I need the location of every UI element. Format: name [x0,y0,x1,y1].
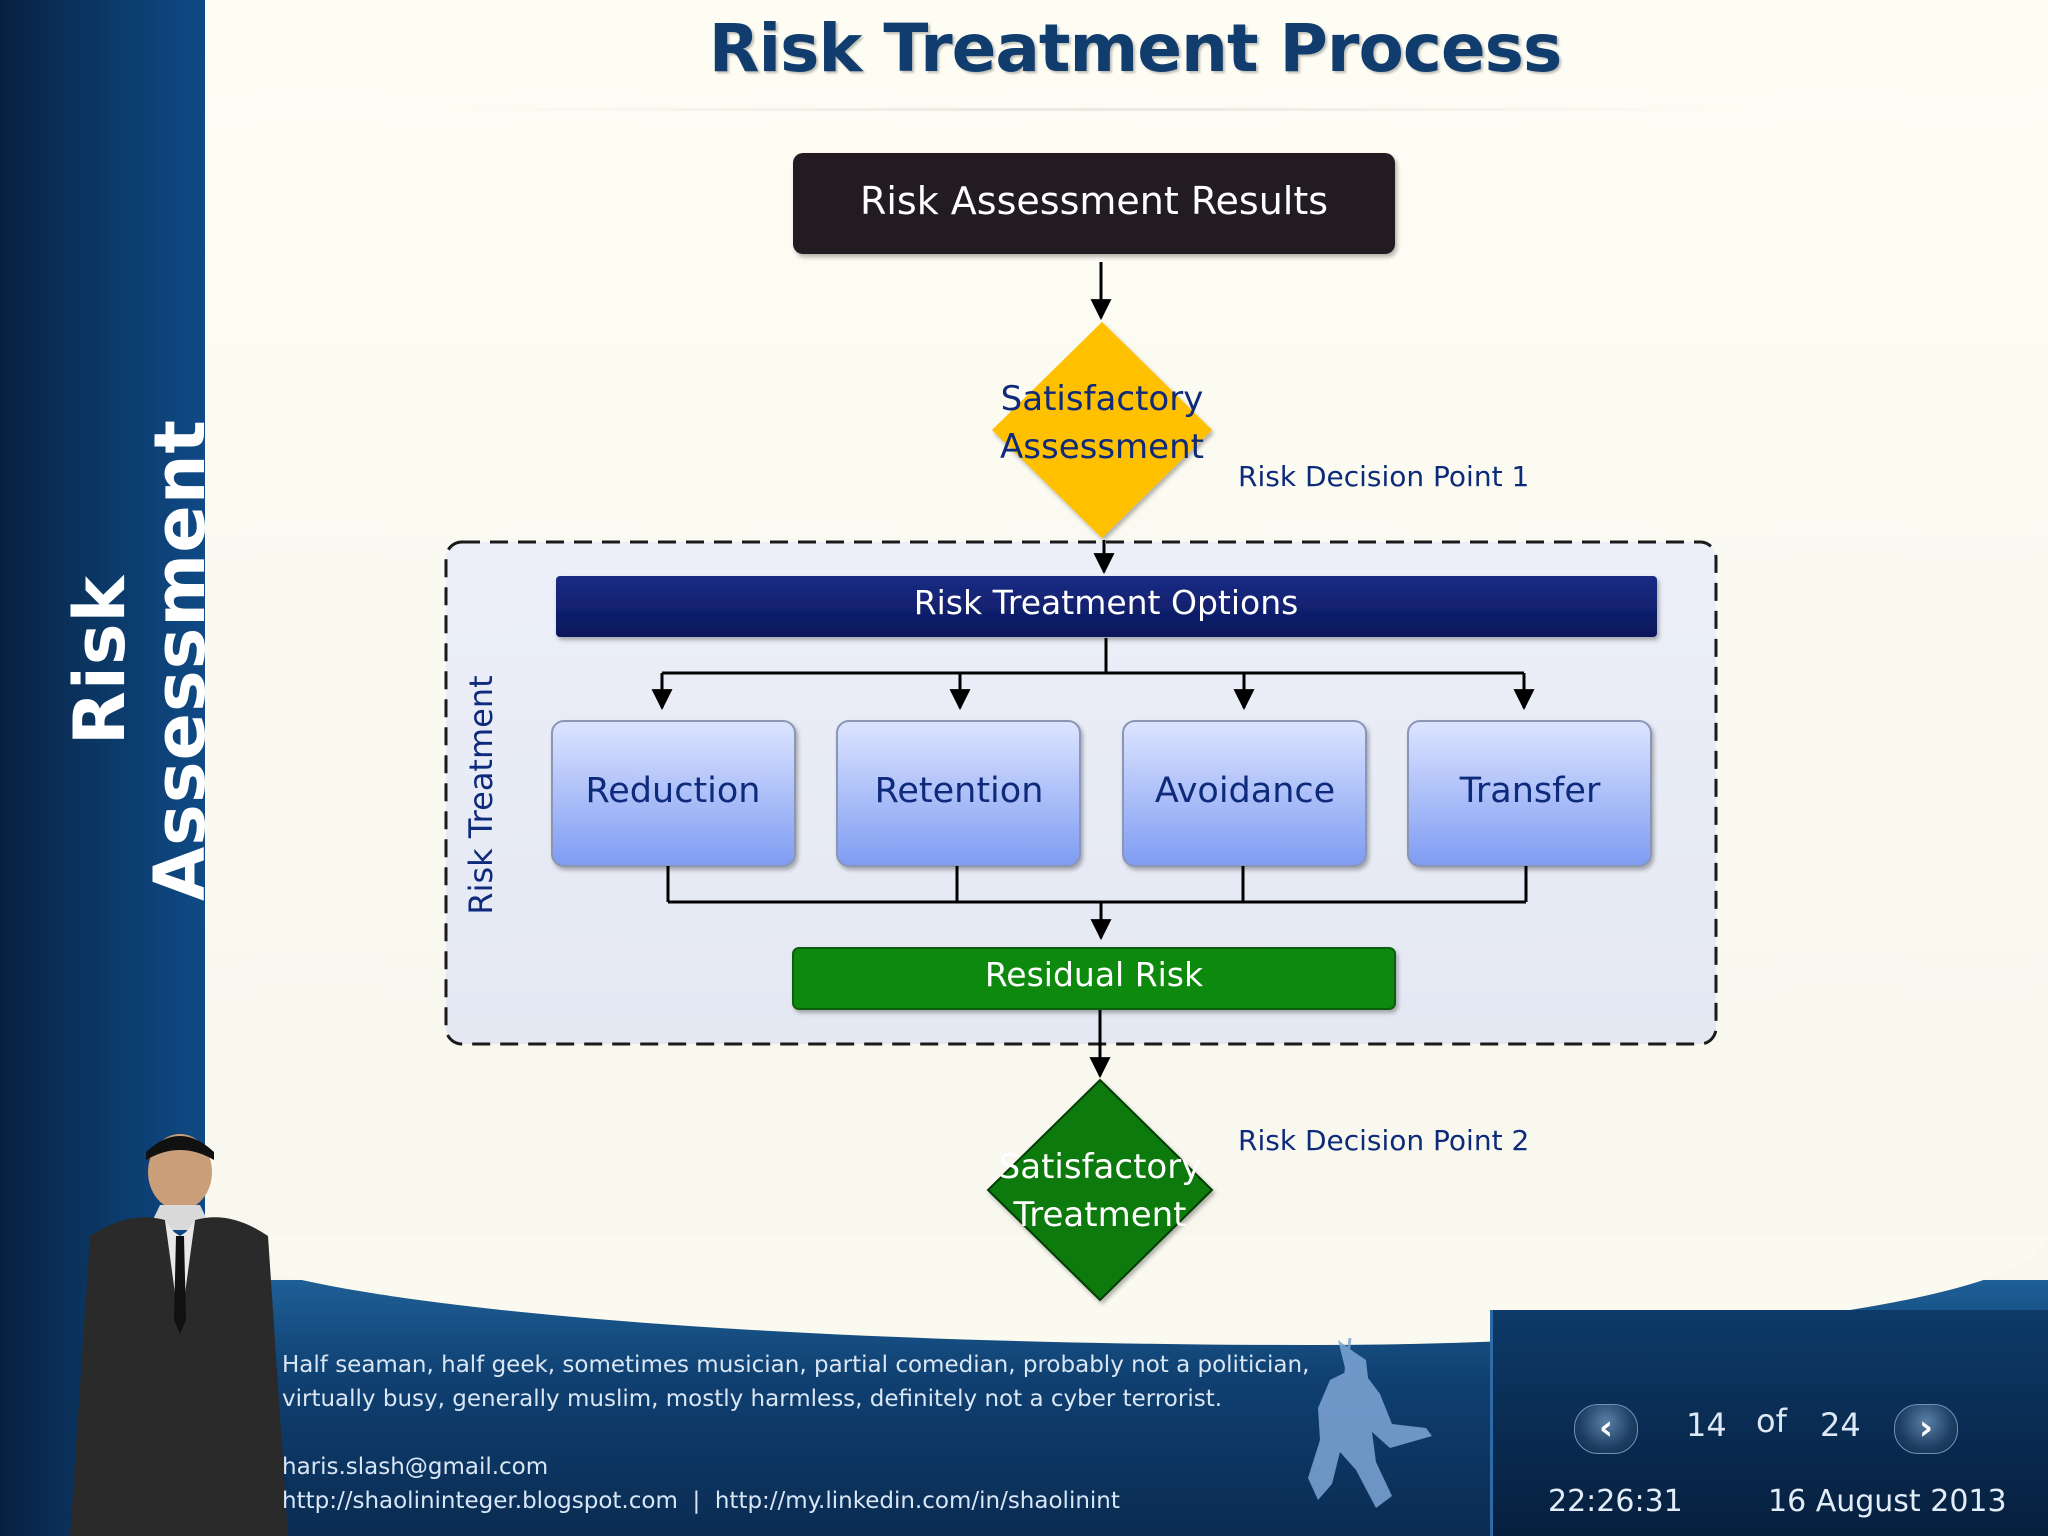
option-reduction: Reduction [551,720,796,867]
option-transfer: Transfer [1407,720,1652,867]
start-label: Risk Assessment Results [860,179,1328,223]
chevron-left-icon: ‹ [1598,1408,1613,1448]
warrior-silhouette-icon [1308,1337,1432,1508]
options-header-label: Risk Treatment Options [914,583,1299,622]
clock-time: 22:26:31 [1548,1484,1683,1519]
options-header-box [556,576,1657,637]
current-date: 16 August 2013 [1768,1484,2007,1519]
option-avoidance-label: Avoidance [1155,771,1335,811]
presenter-photo [70,1134,288,1536]
current-slide-number: 14 [1686,1406,1727,1444]
decision-1-line1: Satisfactory [1001,379,1204,419]
chevron-right-icon: › [1918,1408,1933,1448]
footer-email[interactable]: haris.slash@gmail.com [282,1454,549,1480]
prev-slide-button[interactable]: ‹ [1574,1404,1638,1454]
total-slides-number: 24 [1820,1406,1861,1444]
option-avoidance: Avoidance [1122,720,1367,867]
option-retention: Retention [836,720,1081,867]
footer-tagline: Half seaman, half geek, sometimes musici… [282,1348,1342,1416]
group-label: Risk Treatment [462,675,500,914]
decision-point-1-label: Risk Decision Point 1 [1238,460,1529,493]
option-reduction-label: Reduction [586,771,761,811]
footer-links[interactable]: http://shaolininteger.blogspot.com | htt… [282,1488,1120,1514]
next-slide-button[interactable]: › [1894,1404,1958,1454]
option-retention-label: Retention [875,771,1044,811]
residual-risk-label: Residual Risk [985,955,1204,994]
title-divider [420,108,1760,111]
footer-tagline-line2: virtually busy, generally muslim, mostly… [282,1386,1223,1412]
decision-2-diamond [986,1078,1214,1302]
merge-connectors [666,866,1528,941]
decision-point-2-label: Risk Decision Point 2 [1238,1124,1529,1157]
branch-connectors [651,638,1535,711]
footer-tagline-line1: Half seaman, half geek, sometimes musici… [282,1352,1310,1378]
decision-2-line1: Satisfactory [999,1147,1202,1187]
page-title: Risk Treatment Process [708,10,1563,87]
decision-1-diamond [992,322,1212,538]
option-transfer-label: Transfer [1459,771,1601,811]
slide-of-label: of [1756,1402,1787,1440]
decision-2-line2: Treatment [1012,1195,1186,1235]
residual-risk-box [792,947,1396,1010]
decision-1-line2: Assessment [1000,427,1204,467]
start-box [793,153,1395,254]
